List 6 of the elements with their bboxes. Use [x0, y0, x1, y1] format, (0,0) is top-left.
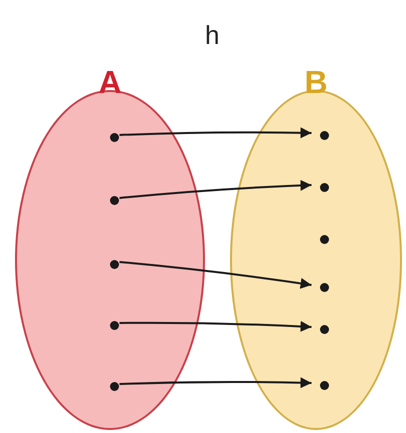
arrow: [119, 261, 312, 289]
function-title: h: [205, 22, 220, 48]
arrow: [119, 377, 312, 388]
arrow: [119, 127, 312, 138]
arrow: [120, 320, 312, 332]
arrow: [119, 180, 312, 199]
